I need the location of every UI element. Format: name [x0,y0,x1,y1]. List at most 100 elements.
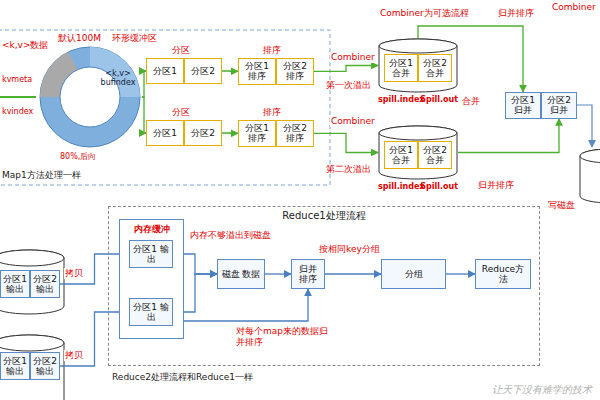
node-text: 80%,后向 [60,151,96,162]
annotation-label: 分区 [172,45,190,56]
process-box: 分区1 归并 [505,92,541,119]
annotation-label: 分区 [172,107,190,118]
node-text: 分区1 输出 [3,274,27,295]
left-disks [0,149,600,400]
node-text: 分区1 排序 [241,123,273,144]
process-box: 分区2 [184,58,222,84]
annotation-label: 默认100M [58,33,101,44]
process-box: 分区2 输出 [30,270,60,298]
annotation-label: 合并 [462,96,480,107]
node-text: 分区2 输出 [33,356,57,377]
edge-label: 按相同key分组 [318,244,381,255]
process-box: 分区1 输出 [0,270,30,298]
write-disk-line [577,105,592,146]
write-disk-head [588,140,596,148]
ring-outline [38,45,142,149]
node-text: 分区1 合并 [387,145,415,166]
process-box: 分组 [381,259,446,289]
node-text: 分区1 输出 [132,302,170,323]
process-box: 分区2 合并 [418,141,452,169]
process-box: 归并 排序 [291,259,325,289]
connector-arrow [325,273,381,274]
process-region: Reduce1处理流程内存缓冲分区1 输出分区1 输出磁盘 数据归并 排序分组R… [108,206,540,366]
node-text: 分区1 排序 [241,61,273,82]
node-text: 分区2 输出 [33,274,57,295]
connector-arrow [314,133,378,152]
annotation-label: 第二次溢出 [326,164,371,175]
node-text: Reduce方法 [478,264,528,285]
process-box: 分区1 排序 [238,120,276,147]
node-text: 分区2 归并 [544,95,574,116]
node-text: Spill.out [420,95,458,104]
ring-buffer: kvmetakvindex<k,v> bufindex80%,后向 [38,45,142,149]
process-box: 分区2 [184,120,222,146]
node-text: 分区2 合并 [421,145,449,166]
memory-buffer: 内存缓冲分区1 输出分区1 输出 [119,219,184,339]
node-text: spill.index [378,95,425,104]
edge-label: Combiner [330,116,376,127]
process-box: 分区1 输出 [0,352,30,380]
connector-arrow [265,273,291,274]
annotation-label: 内存不够溢出到磁盘 [190,230,271,241]
process-box: 磁盘 数据 [217,259,265,289]
node-text: 分区2 [191,128,215,138]
annotation-label: 环形缓冲区 [112,33,157,44]
annotation-label: 排序 [263,45,281,56]
watermark: 让天下没有难学的技术 [492,384,592,396]
process-box: 分区1 合并 [384,141,418,169]
annotation-label: Reduce2处理流程和Reduce1一样 [112,372,253,383]
node-text: kvindex [2,107,33,116]
connector-arrow [222,70,238,72]
process-box: 分区1 [146,120,184,146]
node-text: 内存缓冲 [120,223,183,236]
node-text: 分区2 [191,66,215,76]
node-text: kvmeta [2,75,32,84]
node-text: 分区1 输出 [3,356,27,377]
node-text: 分区1 [153,66,177,76]
process-box: 分区1 输出 [129,240,173,268]
annotation-label: 第一次溢出 [326,80,371,91]
node-text: 分区2 合并 [421,58,449,79]
process-box: 分区2 输出 [30,352,60,380]
node-text: 分区1 合并 [387,58,415,79]
node-text: 磁盘 数据 [222,269,261,279]
edge-label: Combiner [330,52,376,63]
process-box: 分区1 输出 [129,298,173,326]
node-text: spill.index [378,182,425,191]
process-box: 分区2 合并 [418,54,452,82]
process-box: Reduce方法 [475,259,531,289]
process-box: 分区1 合并 [384,54,418,82]
process-box: 分区2 排序 [276,120,314,147]
annotation-label: 对每个map来的数据归并排序 [236,326,336,348]
edge-label: 拷贝 [64,268,84,279]
connector-arrow [446,273,475,274]
annotation-label: <k,v>数据 [2,40,48,51]
node-text: 分区2 排序 [279,61,311,82]
edge-label: 拷贝 [64,350,84,361]
connector-arrow [222,132,238,134]
node-text: 分区1 归并 [508,95,538,116]
connector-arrow [458,119,559,153]
node-text: 分区2 排序 [279,123,311,144]
annotation-label: Combiner [552,2,596,13]
annotation-label: 写磁盘 [548,200,575,211]
annotation-label: 排序 [263,107,281,118]
node-text: <k,v> bufindex [98,69,138,87]
process-box: 分区1 排序 [238,58,276,85]
map-region [0,30,330,185]
input-line [0,96,36,98]
annotation-label: 归并排序 [498,8,534,19]
disk-cylinder: spill.indexSpill.out分区1 合并分区2 合并 [378,125,458,180]
disk-cylinder: spill.indexSpill.out分区1 合并分区2 合并 [378,38,458,93]
node-text: 归并 排序 [294,264,322,285]
process-box: 分区2 归并 [541,92,577,119]
node-text: 分区1 输出 [132,244,170,265]
annotation-label: Map1方法处理一样 [2,170,81,181]
node-text: 分区1 [153,128,177,138]
node-text: 分组 [405,269,423,279]
process-box: 分区2 排序 [276,58,314,85]
process-box: 分区1 [146,58,184,84]
annotation-label: Combiner为可选流程 [380,8,469,19]
connector-arrow [184,289,308,321]
